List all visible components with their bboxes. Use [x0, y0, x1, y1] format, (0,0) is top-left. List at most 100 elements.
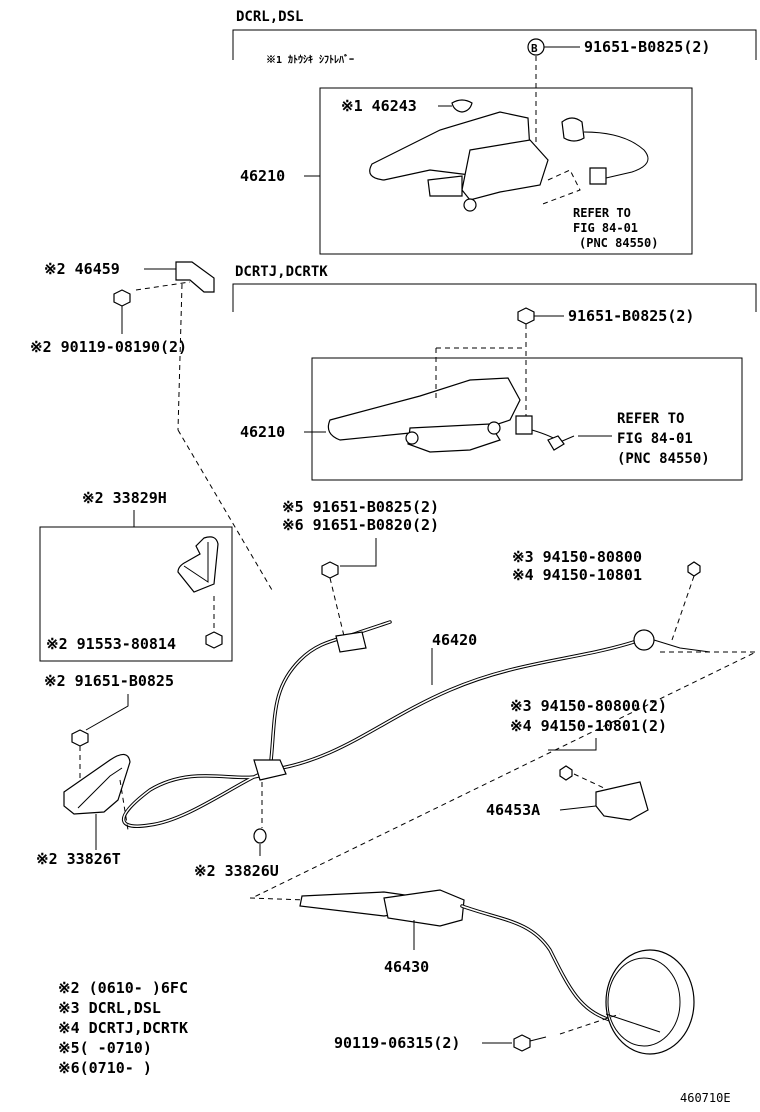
part-label-90119-06315: 90119-06315(2) — [334, 1034, 460, 1052]
clamp-33829h-wire — [183, 542, 209, 583]
brake-drum-inner — [607, 957, 681, 1047]
bracket-drop-dash — [177, 283, 183, 431]
grommet-33826u-shape — [253, 828, 267, 844]
ref-a-line2: FIG 84-01 — [573, 221, 638, 235]
part-label-91553-80814: ※2 91553-80814 — [46, 635, 176, 653]
note-line: ※6(0710- ) — [58, 1059, 152, 1077]
part-label-46210-a: 46210 — [240, 167, 285, 185]
connector-dashline-a — [539, 169, 581, 206]
cable-46430-inner — [461, 905, 651, 1031]
bolt-s5-s6-dash — [329, 577, 345, 637]
switch-b — [547, 435, 565, 451]
part-label-91651-b0825-s5: ※5 91651-B0825(2) — [282, 498, 439, 516]
nut-s3-s4-shape — [687, 561, 701, 577]
group-header-dcrl-dsl: DCRL,DSL — [236, 9, 303, 25]
inset-frame-33829h — [39, 526, 233, 662]
cable-46430-dash — [249, 897, 307, 901]
bolt-91651-left-head — [71, 729, 89, 747]
leader-91651-left — [85, 694, 129, 731]
group-header-dcrtj-dcrtk: DCRTJ,DCRTK — [235, 264, 328, 280]
part-label-46210-b: 46210 — [240, 423, 285, 441]
clamp-33829h-group: ※2 33829H ※2 91553-80814 — [39, 489, 233, 662]
leader-s5-s6 — [340, 538, 377, 567]
part-label-33826u: ※2 33826U — [194, 862, 279, 880]
cable-46430-housing — [383, 889, 465, 927]
note-line: ※5( -0710) — [58, 1039, 152, 1057]
bracket-to-cable-dash — [177, 429, 273, 591]
clamp-33826t-shape — [63, 753, 131, 815]
cap-46243-shape — [451, 99, 473, 113]
part-label-91651-b0820-s6: ※6 91651-B0820(2) — [282, 516, 439, 534]
leader-46453a — [559, 805, 597, 811]
nuts-s3-s4-group: ※3 94150-80800 ※4 94150-10801 — [251, 548, 757, 899]
cable-46420-branch — [268, 620, 392, 772]
nut-s3-s4-dash — [671, 575, 695, 641]
bolt-90119-08190-head — [113, 289, 131, 307]
nut-2-shape — [559, 765, 573, 781]
figure-code: 460710E — [680, 1091, 731, 1105]
clamp-33829h-shape — [177, 536, 219, 593]
bolt-91553-head — [205, 631, 223, 649]
part-label-90119-08190: ※2 90119-08190(2) — [30, 338, 187, 356]
part-label-94150-10801: ※4 94150-10801 — [512, 566, 642, 584]
part-label-94150-10801-2: ※4 94150-10801(2) — [510, 717, 667, 735]
switch-a — [561, 117, 585, 142]
group-dcrl-dsl: DCRL,DSL ※1 ｶﾄｳｼｷ ｼﾌﾄﾚﾊﾞｰ B 91651-B0825(… — [232, 9, 757, 255]
part-label-46453a: 46453A — [486, 801, 540, 819]
inset-frame-a — [319, 87, 693, 255]
ref-b-line3: (PNC 84550) — [617, 451, 710, 467]
lever-pivot-a — [463, 198, 477, 212]
part-label-94150-80800-2: ※3 94150-80800(2) — [510, 697, 667, 715]
cable-46420-branch-inner — [269, 621, 391, 771]
note-line: ※4 DCRTJ,DCRTK — [58, 1019, 188, 1037]
equalizer-to-rear-dash — [251, 651, 757, 899]
part-label-94150-80800: ※3 94150-80800 — [512, 548, 642, 566]
ref-a-line3: (PNC 84550) — [579, 236, 658, 250]
clamp-33826t-group: ※2 91651-B0825 ※2 33826T — [36, 672, 174, 868]
b-badge-text: B — [531, 42, 538, 55]
bolt-90119-06315-dash — [559, 1013, 621, 1035]
cable-46420-group: 46420 — [122, 620, 711, 828]
note-line: ※3 DCRL,DSL — [58, 999, 161, 1017]
clamp-33826t-detail — [77, 767, 123, 809]
ref-b-line2: FIG 84-01 — [617, 431, 693, 447]
part-label-46420: 46420 — [432, 631, 477, 649]
group-bracket-1 — [232, 29, 757, 60]
part-label-46243: ※1 46243 — [341, 97, 417, 115]
bracket-46453a-shape — [595, 781, 649, 821]
brake-drum-shape — [605, 949, 695, 1055]
bolt-90119-06315-shank — [529, 1036, 547, 1042]
group-dcrtj-dcrtk: DCRTJ,DCRTK 91651-B0825(2) 46210 REFER T… — [232, 264, 757, 481]
leader-nut-2 — [548, 738, 597, 751]
bolt-s5-s6-head — [321, 561, 339, 579]
inset-frame-b — [311, 357, 743, 481]
lever-pivot-b2 — [487, 421, 501, 435]
cable-46420-inner — [123, 639, 641, 827]
bracket-46459-dash — [135, 281, 191, 291]
bolt-90119-06315-head — [513, 1034, 531, 1052]
ref-a-line1: REFER TO — [573, 206, 631, 220]
bracket-46453a-group: ※3 94150-80800(2) ※4 94150-10801(2) 4645… — [486, 697, 667, 821]
lever-base-a — [427, 175, 463, 197]
lever-base-b — [407, 423, 501, 453]
ref-b-line1: REFER TO — [617, 411, 684, 427]
bracket-46459-shape — [175, 261, 215, 293]
bracket-46459-group: ※2 46459 ※2 90119-08190(2) — [30, 260, 273, 591]
bracket-plate-b — [515, 415, 533, 435]
note-line: ※2 (0610- )6FC — [58, 979, 188, 997]
cable-46420-rod — [653, 639, 711, 653]
part-label-91651-b0825-b: 91651-B0825(2) — [568, 307, 694, 325]
cable-46420-equalizer — [633, 629, 655, 651]
cable-46430-group: 46430 — [249, 889, 695, 1055]
lever-mechanism-a — [461, 139, 549, 201]
cable-46420-end-bracket — [335, 631, 367, 653]
connector-a — [589, 167, 607, 185]
nut-2-dash — [573, 773, 605, 789]
bolt-90119-06315-group: 90119-06315(2) — [334, 1013, 621, 1052]
grommet-33826u-group: ※2 33826U — [194, 782, 279, 880]
switch-wire-a — [583, 131, 649, 179]
lever-type-note: ※1 ｶﾄｳｼｷ ｼﾌﾄﾚﾊﾞｰ — [266, 53, 354, 66]
part-label-46459: ※2 46459 — [44, 260, 120, 278]
cable-46430-end — [605, 1013, 661, 1033]
